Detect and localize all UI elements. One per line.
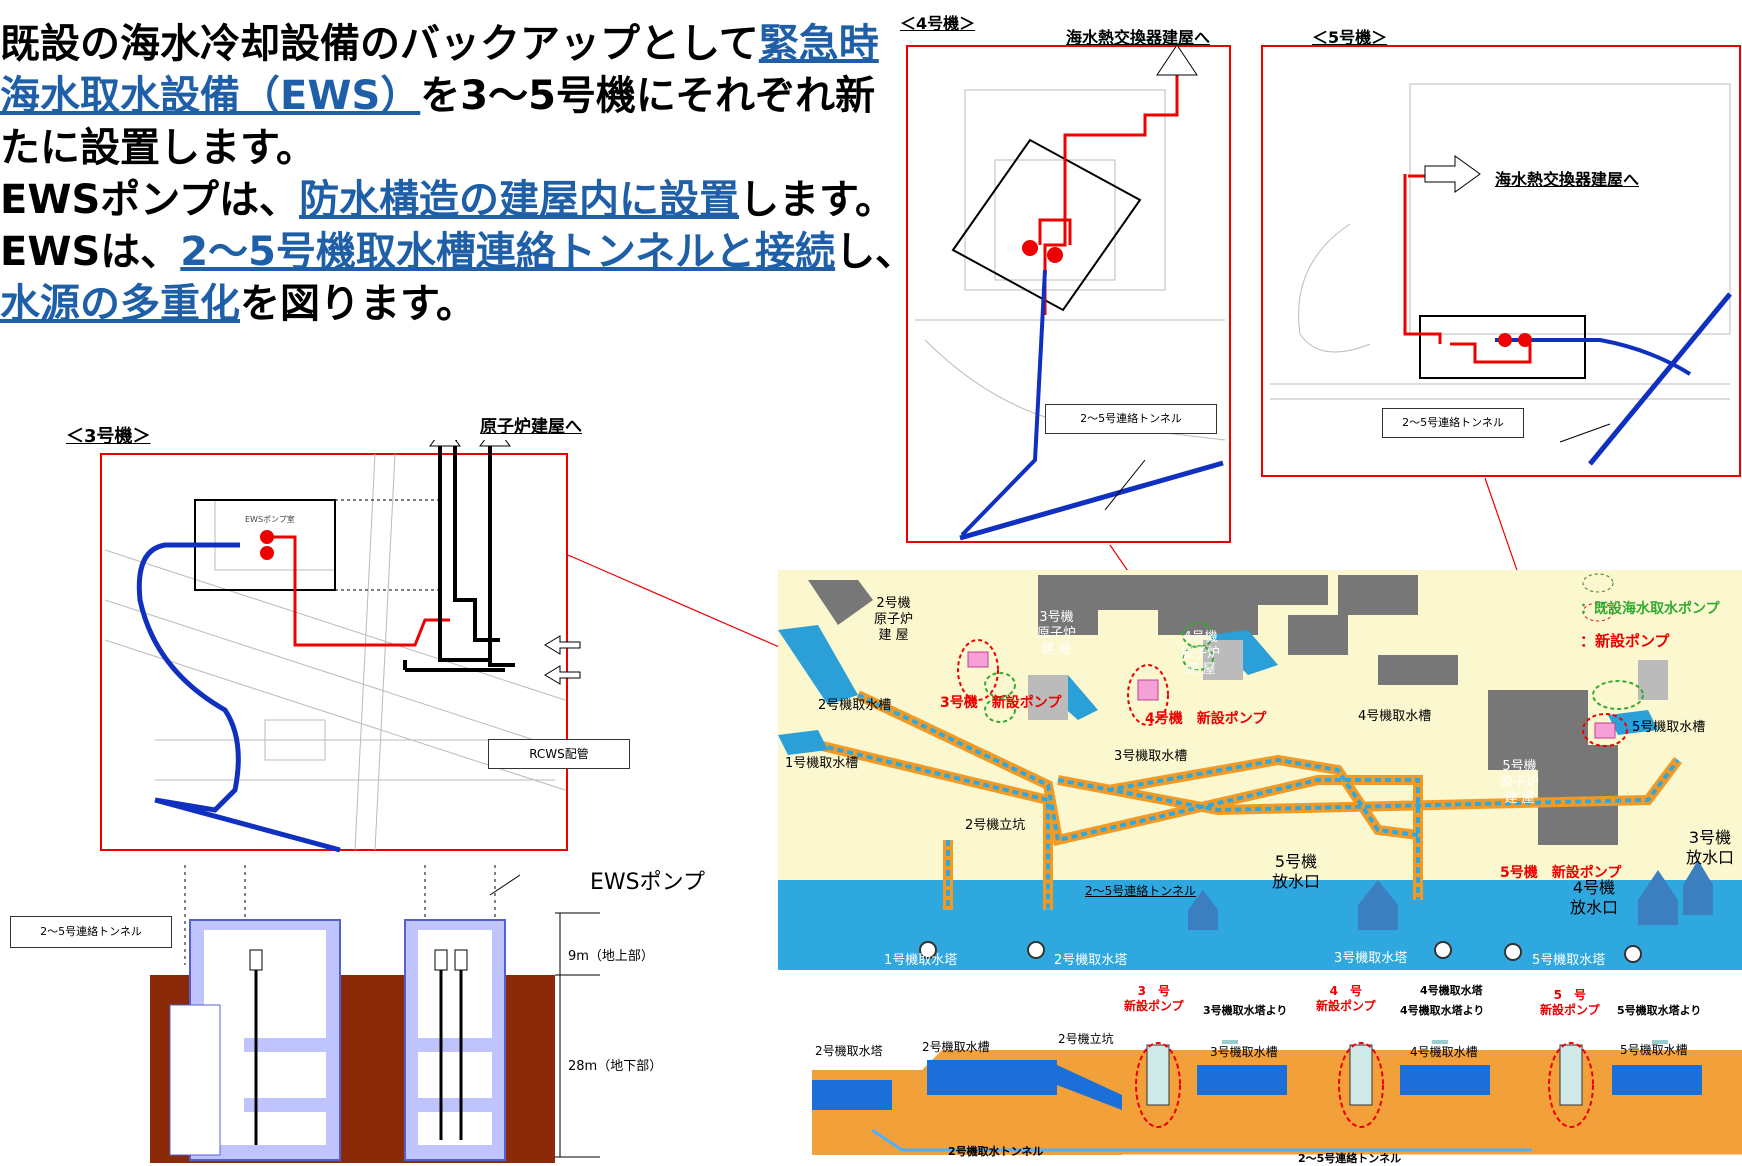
section-from-4: 4号機取水塔より bbox=[1400, 1004, 1485, 1017]
unit5-title: ＜5号機＞ bbox=[1312, 28, 1388, 47]
unit5-pump-marker bbox=[1498, 333, 1512, 347]
unit3-tunnel-label: 2～5号連絡トンネル bbox=[10, 916, 172, 948]
unit3-rcws-label: RCWS配管 bbox=[488, 739, 630, 769]
site-reactor-3: 3号機 原子炉 建 屋 bbox=[1037, 610, 1077, 657]
site-tunnel-label: 2～5号連絡トンネル bbox=[1085, 884, 1197, 898]
unit4-title: ＜4号機＞ bbox=[900, 14, 976, 33]
site-tower-3: 3号機取水塔 bbox=[1334, 951, 1408, 966]
section-from-5: 5号機取水塔より bbox=[1617, 1004, 1702, 1017]
site-tank-4: 4号機取水槽 bbox=[1358, 709, 1432, 724]
unit3-cross-section bbox=[150, 865, 600, 1163]
unit4-tunnel-label: 2～5号連絡トンネル bbox=[1045, 404, 1217, 434]
unit3-title: ＜3号機＞ bbox=[66, 426, 151, 447]
unit3-below-ground: 28m（地下部） bbox=[568, 1059, 663, 1074]
site-reactor-4: 4号機 原子炉 建 屋 bbox=[1181, 630, 1221, 677]
site-new-pump-5: 5号機 新設ポンプ bbox=[1500, 865, 1622, 881]
site-tower-5: 5号機取水塔 bbox=[1532, 953, 1606, 968]
section-tower-2: 2号機取水塔 bbox=[815, 1044, 883, 1058]
site-map bbox=[778, 570, 1742, 970]
site-tank-2: 2号機取水槽 bbox=[818, 698, 892, 713]
section-tunnel-2: 2号機取水トンネル bbox=[948, 1145, 1044, 1158]
unit4-pump-marker bbox=[1022, 240, 1038, 256]
unit3-rcws-arrows bbox=[544, 635, 581, 685]
unit4-to-hx: 海水熱交換器建屋へ bbox=[1066, 28, 1211, 47]
unit5-tunnel-label: 2～5号連絡トンネル bbox=[1382, 408, 1524, 438]
section-new-pump-5: 5 号 新設ポンプ bbox=[1540, 988, 1600, 1017]
site-tank-1: 1号機取水槽 bbox=[785, 756, 859, 771]
unit4-plan-drawing bbox=[906, 44, 1231, 543]
unit3-pump-marker bbox=[260, 546, 274, 560]
site-reactor-5: 5号機 原子炉 建 屋 bbox=[1500, 759, 1540, 806]
section-tank-3: 3号機取水槽 bbox=[1210, 1045, 1278, 1059]
site-tank-3: 3号機取水槽 bbox=[1114, 749, 1188, 764]
legend-new: ：新設ポンプ bbox=[1580, 632, 1670, 650]
unit3-pump-room: EWSポンプ室 bbox=[245, 514, 295, 524]
intro-text: 既設の海水冷却設備のバックアップとして緊急時 海水取水設備（EWS）を3～5号機… bbox=[0, 21, 916, 327]
section-from-3: 3号機取水塔より bbox=[1203, 1004, 1288, 1017]
site-tower-2: 2号機取水塔 bbox=[1054, 953, 1128, 968]
section-tank-5: 5号機取水槽 bbox=[1620, 1043, 1688, 1057]
site-reactor-2: 2号機 原子炉 建 屋 bbox=[874, 596, 914, 643]
site-tank-5: 5号機取水槽 bbox=[1632, 720, 1706, 735]
unit5-plan-drawing bbox=[1261, 45, 1741, 477]
unit3-ews-pump-label: EWSポンプ bbox=[590, 870, 705, 895]
section-new-pump-4: 4 号 新設ポンプ bbox=[1316, 984, 1376, 1013]
site-new-pump-3: 3号機 新設ポンプ bbox=[940, 695, 1062, 711]
section-profile bbox=[812, 1040, 1742, 1156]
section-tank-4: 4号機取水槽 bbox=[1410, 1045, 1478, 1059]
unit3-plan-drawing: EWSポンプ室 bbox=[100, 440, 568, 853]
site-new-pump-4: 4号機 新設ポンプ bbox=[1145, 711, 1267, 727]
unit5-to-hx: 海水熱交換器建屋へ bbox=[1495, 170, 1640, 189]
site-shaft-2: 2号機立坑 bbox=[965, 818, 1026, 833]
section-new-pump-3: 3 号 新設ポンプ bbox=[1124, 984, 1184, 1013]
unit3-pump-marker bbox=[260, 530, 274, 544]
unit4-pump-marker bbox=[1047, 247, 1063, 263]
legend-existing: ：既設海水取水ポンプ bbox=[1580, 601, 1720, 617]
section-shaft-2: 2号機立坑 bbox=[1058, 1032, 1114, 1046]
site-outfall-5: 5号機 放水口 bbox=[1272, 852, 1321, 891]
unit3-above-ground: 9m（地上部） bbox=[568, 949, 654, 964]
site-tower-1: 1号機取水塔 bbox=[884, 953, 958, 968]
unit3-to-reactor: 原子炉建屋へ bbox=[480, 417, 582, 437]
unit5-pump-marker bbox=[1518, 333, 1532, 347]
section-tank-2: 2号機取水槽 bbox=[922, 1040, 990, 1054]
site-outfall-4: 4号機 放水口 bbox=[1570, 878, 1619, 917]
section-tower-4: 4号機取水塔 bbox=[1420, 984, 1483, 997]
section-tunnel-25: 2～5号連絡トンネル bbox=[1298, 1152, 1402, 1165]
site-outfall-3: 3号機 放水口 bbox=[1686, 828, 1735, 867]
